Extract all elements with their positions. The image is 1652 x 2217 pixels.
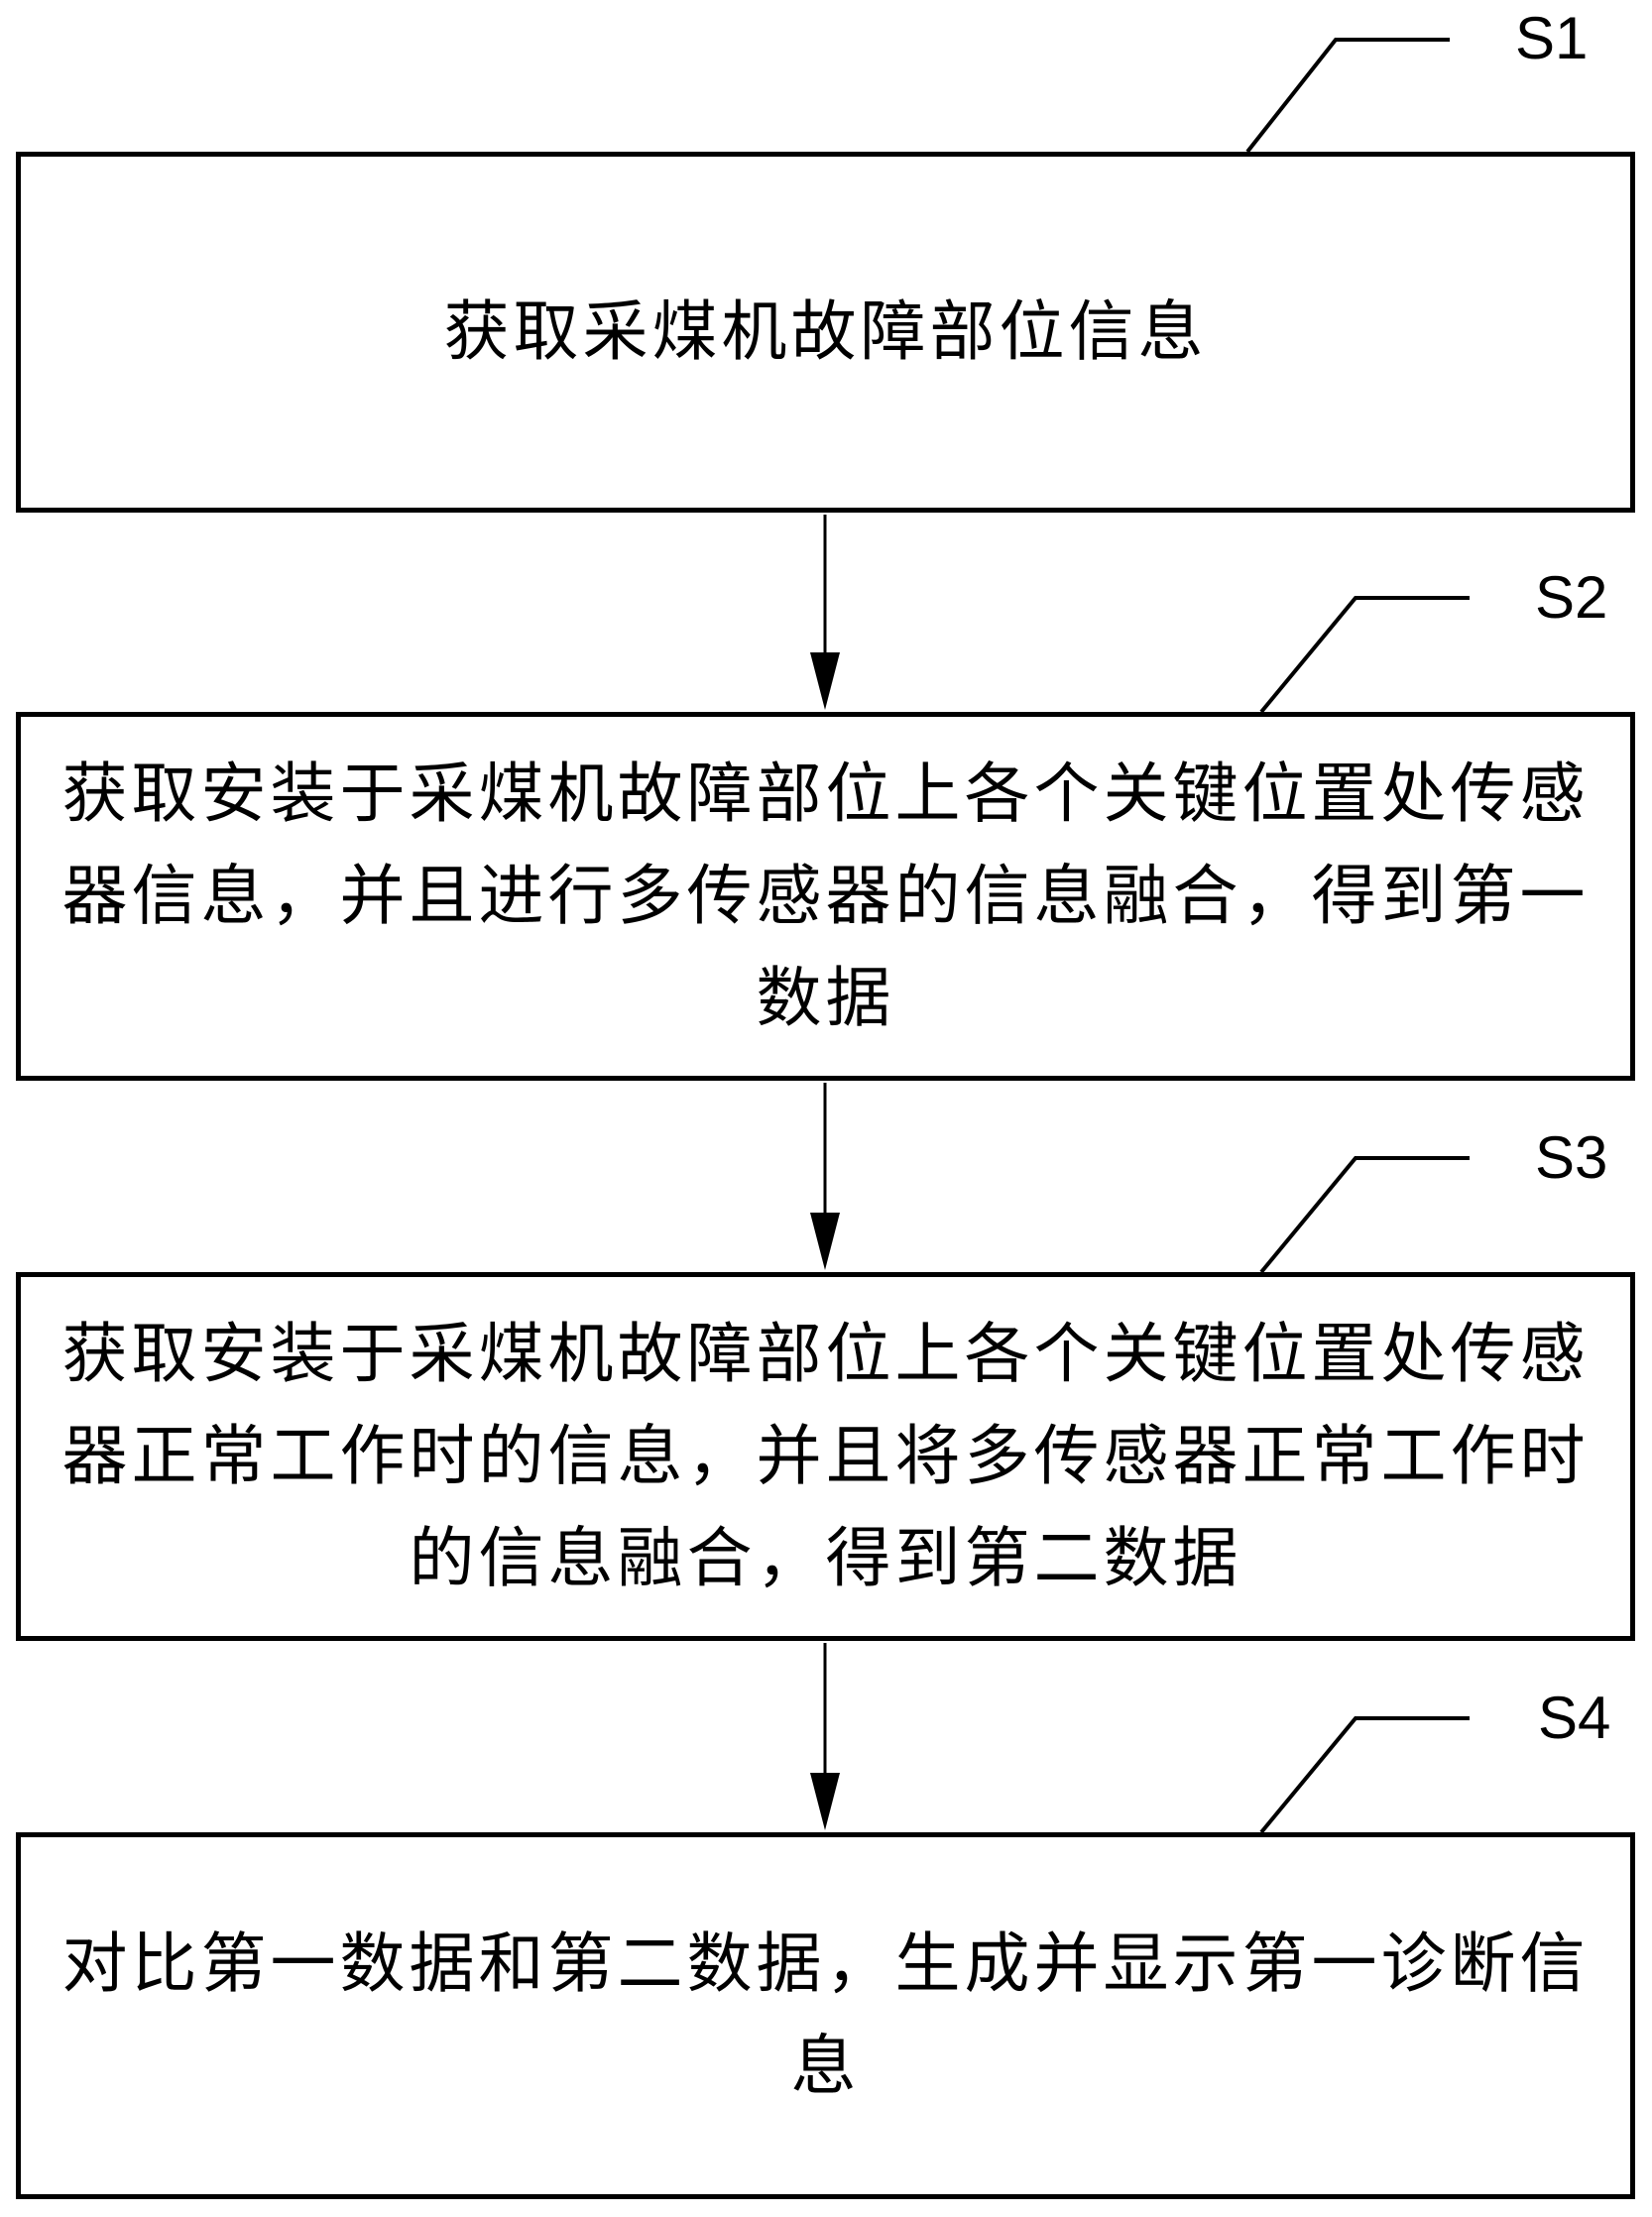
flow-arrow-2 xyxy=(810,1083,840,1270)
step-box-s3: 获取安装于采煤机故障部位上各个关键位置处传感 器正常工作时的信息，并且将多传感器… xyxy=(16,1272,1635,1641)
step-s3-text-line: 获取安装于采煤机故障部位上各个关键位置处传感 xyxy=(61,1318,1590,1391)
step-s2-text-line: 器信息，并且进行多传感器的信息融合，得到第一 xyxy=(61,860,1590,933)
flow-arrow-1 xyxy=(810,515,840,710)
step-s4-text-line: 对比第一数据和第二数据，生成并显示第一诊断信 xyxy=(61,1928,1590,2001)
step-s3-text-line: 的信息融合，得到第二数据 xyxy=(409,1522,1242,1595)
step-s2-text-line: 获取安装于采煤机故障部位上各个关键位置处传感 xyxy=(61,758,1590,831)
step-s4-text-line: 息 xyxy=(790,2031,861,2103)
step-s3-text-line: 器正常工作时的信息，并且将多传感器正常工作时 xyxy=(61,1420,1590,1493)
step-label-s4: S4 xyxy=(1538,1685,1611,1751)
step-label-s1: S1 xyxy=(1515,5,1589,71)
step-label-s3: S3 xyxy=(1535,1124,1608,1191)
step-connector-s1 xyxy=(1245,38,1450,154)
step-connector-s2 xyxy=(1259,596,1470,714)
step-box-s4: 对比第一数据和第二数据，生成并显示第一诊断信 息 xyxy=(16,1832,1635,2199)
flow-arrow-3 xyxy=(810,1643,840,1830)
step-box-s1: 获取采煤机故障部位信息 xyxy=(16,152,1635,513)
step-box-s2: 获取安装于采煤机故障部位上各个关键位置处传感 器信息，并且进行多传感器的信息融合… xyxy=(16,712,1635,1081)
step-s2-text-line: 数据 xyxy=(756,962,895,1035)
step-connector-s4 xyxy=(1259,1716,1470,1834)
step-label-s2: S2 xyxy=(1535,564,1608,631)
step-connector-s3 xyxy=(1259,1156,1470,1274)
step-s1-text-line: 获取采煤机故障部位信息 xyxy=(443,295,1208,369)
